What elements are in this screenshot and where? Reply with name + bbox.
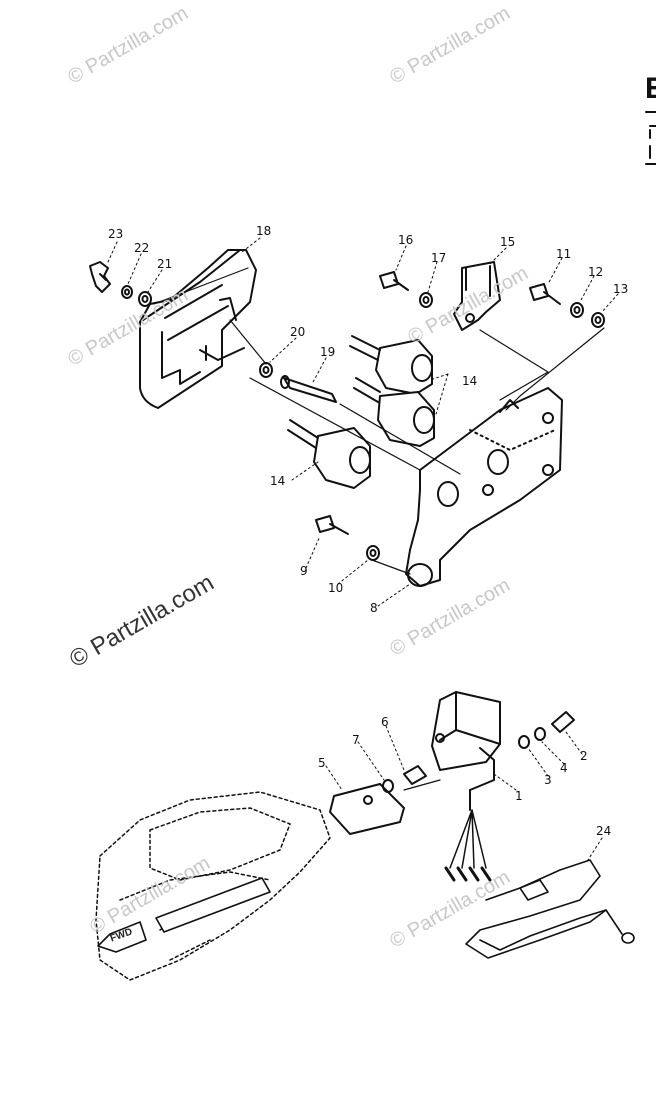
switch-part-15 <box>453 261 501 331</box>
lead-wire-part-24 <box>465 859 635 959</box>
engine-outline <box>95 791 331 981</box>
washer-part-13 <box>591 312 605 328</box>
washer-part-22 <box>121 285 133 299</box>
solenoid-lower-part-14 <box>287 419 371 489</box>
bolt-part-6 <box>403 765 427 785</box>
plate-part-5 <box>329 783 405 835</box>
callout-21: 21 <box>157 257 173 271</box>
bolt-part-16 <box>379 271 409 291</box>
cover-part-18 <box>139 249 257 409</box>
washer-part-12 <box>570 302 584 318</box>
corner-marks <box>645 111 656 165</box>
bolt-part-2 <box>551 711 575 733</box>
callout-8: 8 <box>370 601 378 615</box>
callout-5: 5 <box>318 756 326 770</box>
assembly-lines <box>153 267 605 791</box>
callout-14b: 14 <box>270 474 286 488</box>
cdi-unit-part-1 <box>431 691 501 882</box>
bolt-part-11 <box>529 283 561 305</box>
callout-17: 17 <box>431 251 447 265</box>
callout-13: 13 <box>613 282 629 296</box>
callout-24: 24 <box>596 824 612 838</box>
engine-brand-plate <box>155 877 271 933</box>
callout-10: 10 <box>328 581 344 595</box>
callout-23: 23 <box>108 227 124 241</box>
callout-11: 11 <box>556 247 572 261</box>
washer-part-7 <box>382 779 394 793</box>
callout-1: 1 <box>515 789 523 803</box>
callout-6: 6 <box>381 715 389 729</box>
corner-letter: E <box>645 72 656 105</box>
callout-22: 22 <box>134 241 150 255</box>
collar-part-19 <box>280 375 337 403</box>
leader-lines <box>107 237 619 861</box>
washer-part-20 <box>259 362 273 378</box>
washer-part-4 <box>534 727 546 741</box>
callout-7: 7 <box>352 733 360 747</box>
callout-16: 16 <box>398 233 414 247</box>
callout-2: 2 <box>580 749 588 763</box>
callout-14: 14 <box>462 374 478 388</box>
washer-part-17 <box>419 292 433 308</box>
washer-part-21 <box>138 291 152 307</box>
solenoid-upper-part-14 <box>349 335 435 447</box>
callout-19: 19 <box>320 345 336 359</box>
callout-9: 9 <box>300 564 308 578</box>
callout-20: 20 <box>290 325 306 339</box>
callout-18: 18 <box>256 224 272 238</box>
washer-part-10 <box>366 545 380 561</box>
callout-12: 12 <box>588 265 604 279</box>
wing-nut-part-23 <box>89 261 111 293</box>
fwd-arrow <box>97 921 147 953</box>
callout-15: 15 <box>500 235 516 249</box>
bracket-part-8 <box>405 387 563 587</box>
callout-3: 3 <box>544 773 552 787</box>
callout-4: 4 <box>560 761 568 775</box>
washer-part-3 <box>518 735 530 749</box>
bolt-part-9 <box>315 515 349 535</box>
